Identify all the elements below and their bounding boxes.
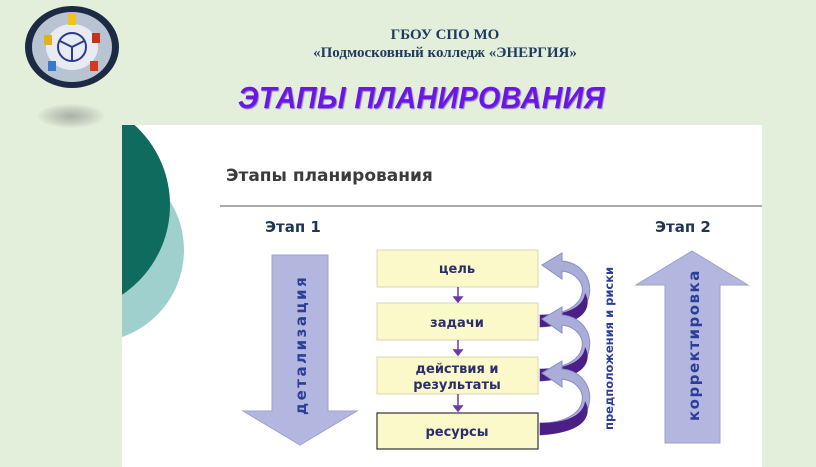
box-goal: цель bbox=[376, 249, 539, 288]
college-logo bbox=[25, 6, 119, 88]
planning-diagram: Этапы планирования Этап 1 Этап 2 детализ… bbox=[122, 125, 762, 450]
decor-circle-dark bbox=[122, 125, 170, 295]
diagram-heading: Этапы планирования bbox=[226, 166, 433, 186]
svg-text:ресурсы: ресурсы bbox=[425, 425, 488, 440]
detailing-down-arrow bbox=[241, 254, 359, 446]
assumptions-risks-label: предположения и риски bbox=[602, 267, 616, 430]
slide-title: ЭТАПЫ ПЛАНИРОВАНИЯ bbox=[238, 80, 605, 115]
diagram-panel: Этапы планирования Этап 1 Этап 2 детализ… bbox=[122, 125, 762, 467]
org-name-line2: «Подмосковный колледж «ЭНЕРГИЯ» bbox=[313, 45, 577, 61]
stage2-label: Этап 2 bbox=[655, 218, 711, 236]
svg-text:действия и: действия и bbox=[416, 362, 499, 377]
box-tasks: задачи bbox=[376, 302, 539, 341]
box-actions-results: действия и результаты bbox=[376, 356, 539, 395]
box-resources: ресурсы bbox=[376, 412, 539, 450]
svg-text:задачи: задачи bbox=[430, 316, 484, 331]
stage1-label: Этап 1 bbox=[265, 218, 321, 236]
correction-up-arrow bbox=[634, 250, 750, 444]
correction-label: корректировка bbox=[685, 269, 703, 421]
logo-shadow bbox=[38, 104, 104, 128]
detailing-label: детализация bbox=[292, 275, 310, 415]
svg-text:результаты: результаты bbox=[413, 378, 501, 393]
svg-text:цель: цель bbox=[439, 262, 475, 277]
flow-arrows bbox=[452, 287, 464, 413]
feedback-curved-arrows bbox=[539, 252, 591, 436]
org-name-line1: ГБОУ СПО МО bbox=[390, 27, 500, 43]
